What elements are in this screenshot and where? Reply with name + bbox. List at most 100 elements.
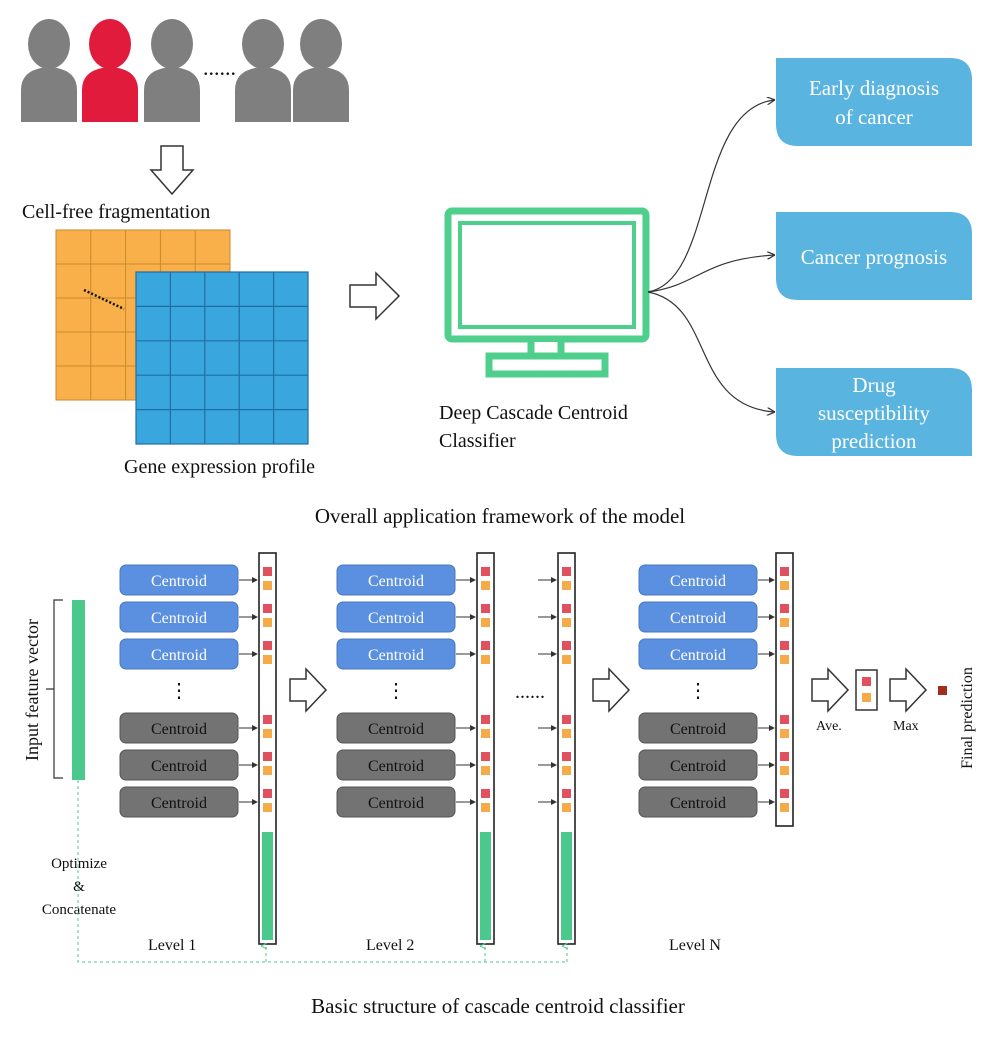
centroid-box-gray — [638, 786, 758, 818]
centroid-box-gray — [119, 749, 239, 781]
concatenated-feature-bar — [561, 832, 572, 940]
class-prob-red-square — [562, 715, 571, 724]
class-prob-red-square — [263, 567, 272, 576]
centroid-box-gray — [336, 786, 456, 818]
centroid-box-blue — [119, 564, 239, 596]
class-prob-red-square — [263, 752, 272, 761]
centroid-label: Centroid — [151, 721, 207, 738]
input-feature-label: Input feature vector — [22, 619, 42, 761]
output-box-drug-susceptibility: Drug susceptibility prediction — [776, 368, 972, 456]
class-prob-orange-square — [481, 803, 490, 812]
centroid-label: Centroid — [368, 758, 424, 775]
centroid-box-blue — [336, 601, 456, 633]
class-prob-red-square — [263, 789, 272, 798]
centroid-box-blue — [638, 601, 758, 633]
centroid-label: Centroid — [151, 795, 207, 812]
class-prob-red-square — [481, 752, 490, 761]
class-prob-orange-square — [263, 803, 272, 812]
centroid-label: Centroid — [151, 647, 207, 664]
class-prob-red-square — [481, 604, 490, 613]
centroid-label: Centroid — [368, 721, 424, 738]
right-arrow-icon — [592, 667, 631, 713]
cascade-levels: CentroidCentroidCentroidCentroidCentroid… — [119, 552, 794, 954]
class-prob-orange-square — [263, 618, 272, 627]
centroid-label: Centroid — [670, 758, 726, 775]
centroid-label: Centroid — [368, 647, 424, 664]
final-prediction-label: Final prediction — [959, 667, 976, 769]
class-prob-orange-square — [780, 581, 789, 590]
final-prediction-square — [938, 686, 947, 695]
class-prob-orange-square — [481, 766, 490, 775]
concatenated-feature-bar — [262, 832, 273, 940]
class-prob-orange-square — [780, 655, 789, 664]
level-output-vector — [775, 552, 794, 827]
class-prob-red-square — [780, 752, 789, 761]
classifier-label-line2: Classifier — [439, 430, 516, 452]
centroid-label: Centroid — [368, 573, 424, 590]
centroid-label: Centroid — [151, 758, 207, 775]
class-prob-orange-square — [562, 618, 571, 627]
centroid-box-gray — [119, 786, 239, 818]
connector-arrow — [647, 100, 774, 293]
output-label: of cancer — [835, 105, 913, 129]
max-arrow-icon — [889, 667, 928, 713]
output-box-early-diagnosis: Early diagnosis of cancer — [776, 58, 972, 146]
centroid-label: Centroid — [151, 573, 207, 590]
level-label: Level 2 — [366, 937, 414, 954]
class-prob-red-square — [263, 604, 272, 613]
person-icon — [293, 19, 349, 122]
centroid-box-blue — [119, 638, 239, 670]
patients-ellipsis: ...... — [203, 55, 236, 80]
class-prob-red-square — [263, 715, 272, 724]
person-icon — [144, 19, 200, 122]
input-bracket — [46, 599, 63, 779]
output-label: Drug — [852, 373, 896, 397]
person-icon — [235, 19, 291, 122]
class-prob-red-square — [562, 789, 571, 798]
centroid-label: Centroid — [670, 573, 726, 590]
class-prob-orange-square — [481, 655, 490, 664]
bottom-caption: Basic structure of cascade centroid clas… — [311, 994, 685, 1018]
class-prob-orange-square — [780, 803, 789, 812]
centroid-label: Centroid — [368, 610, 424, 627]
blue-expression-grid — [135, 271, 309, 445]
patients-group: ...... — [21, 19, 349, 122]
class-prob-orange-square — [562, 655, 571, 664]
class-prob-orange-square — [481, 729, 490, 738]
averaged-orange-square — [862, 693, 871, 702]
class-prob-orange-square — [263, 729, 272, 738]
centroid-box-gray — [638, 749, 758, 781]
class-prob-orange-square — [481, 618, 490, 627]
centroid-label: Centroid — [670, 721, 726, 738]
class-prob-red-square — [780, 641, 789, 650]
centroid-label: Centroid — [670, 647, 726, 664]
class-prob-orange-square — [481, 581, 490, 590]
right-arrow-icon — [289, 667, 328, 713]
class-prob-orange-square — [562, 766, 571, 775]
averaged-vector — [855, 669, 878, 711]
centroid-box-gray — [638, 712, 758, 744]
ave-arrow-icon — [811, 667, 850, 713]
optimize-label: & — [73, 879, 85, 895]
centroid-box-blue — [638, 564, 758, 596]
monitor-icon — [444, 207, 650, 378]
centroid-label: Centroid — [368, 795, 424, 812]
centroid-box-blue — [638, 638, 758, 670]
centroid-box-blue — [336, 564, 456, 596]
centroid-label: Centroid — [151, 610, 207, 627]
class-prob-orange-square — [263, 655, 272, 664]
class-prob-orange-square — [562, 729, 571, 738]
centroid-box-blue — [336, 638, 456, 670]
max-label: Max — [893, 719, 919, 734]
centroid-box-blue — [119, 601, 239, 633]
class-prob-red-square — [780, 715, 789, 724]
right-arrow-icon — [349, 271, 401, 321]
person-icon-highlighted — [82, 19, 138, 122]
concatenate-feedback-line — [77, 780, 567, 963]
level-label: Level 1 — [148, 937, 196, 954]
centroid-box-gray — [336, 712, 456, 744]
class-prob-red-square — [481, 567, 490, 576]
class-prob-orange-square — [780, 729, 789, 738]
class-prob-red-square — [780, 789, 789, 798]
class-prob-red-square — [562, 604, 571, 613]
